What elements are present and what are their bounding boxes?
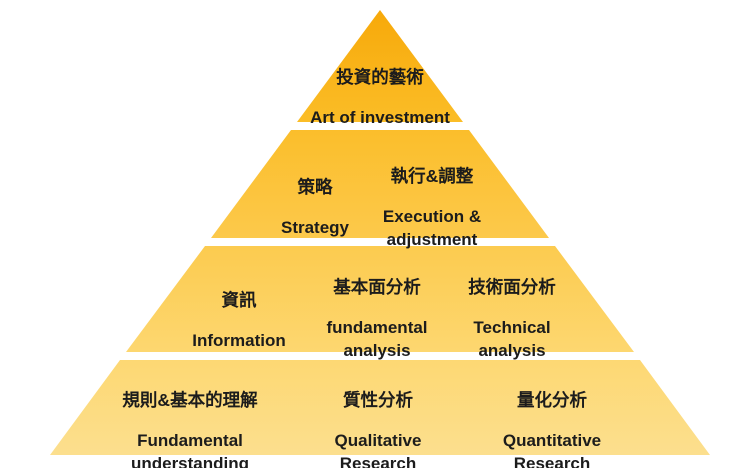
label-en: Technical analysis: [473, 318, 551, 360]
label-en: fundamental analysis: [326, 318, 428, 360]
label-zh: 執行&調整: [390, 166, 474, 186]
label-zh: 質性分析: [342, 390, 413, 410]
label-en: Fundamental understanding: [130, 431, 250, 468]
label-en: Art of investment: [310, 108, 450, 128]
label-execution-adjustment: 執行&調整 Execution & adjustment: [383, 147, 481, 269]
label-information: 資訊 Information: [192, 271, 286, 371]
label-zh: 策略: [297, 177, 333, 197]
label-technical-analysis: 技術面分析 Technical analysis: [468, 258, 556, 380]
label-zh: 技術面分析: [468, 277, 556, 297]
label-zh: 量化分析: [517, 390, 587, 410]
label-en: Information: [192, 331, 286, 351]
label-zh: 基本面分析: [333, 277, 421, 297]
label-zh: 資訊: [221, 290, 257, 310]
pyramid-tier-3: [126, 246, 634, 352]
pyramid-tier-4: [50, 360, 710, 455]
label-zh: 投資的藝術: [336, 67, 424, 87]
label-en: Execution & adjustment: [382, 207, 482, 249]
label-art-of-investment: 投資的藝術 Art of investment: [310, 48, 450, 148]
label-zh: 規則&基本的理解: [122, 390, 258, 410]
label-en: Quantitative Research: [502, 431, 602, 468]
label-quantitative-research: 量化分析 Quantitative Research: [503, 371, 601, 468]
label-en: Qualitative Research: [334, 431, 422, 468]
label-en: Strategy: [280, 218, 350, 238]
label-fundamental-analysis: 基本面分析 fundamental analysis: [326, 258, 427, 380]
label-fundamental-understanding: 規則&基本的理解 Fundamental understanding: [122, 371, 257, 468]
label-qualitative-research: 質性分析 Qualitative Research: [335, 371, 422, 468]
label-strategy: 策略 Strategy: [281, 158, 349, 258]
